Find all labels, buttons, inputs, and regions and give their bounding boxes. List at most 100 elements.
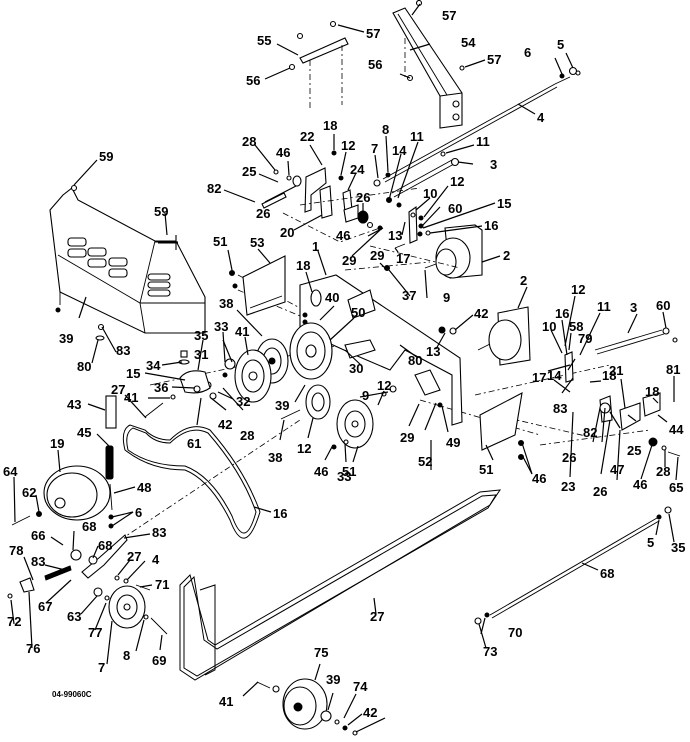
- part-artwork: [7, 0, 681, 736]
- callout-27: 41: [124, 390, 138, 405]
- callout-labels: 55 56 57 57 54 56 57 6 5 4 59 28 18 22 4…: [3, 8, 685, 720]
- callout-46: 46: [336, 228, 350, 243]
- callout-18: 18: [296, 258, 310, 273]
- part-53-plate: [229, 255, 286, 316]
- callout-15: 17: [532, 370, 546, 385]
- callout-11: 60: [656, 298, 670, 313]
- callout-66: 83: [152, 525, 166, 540]
- callout-67: 71: [155, 577, 169, 592]
- callout-28: 28: [242, 134, 256, 149]
- callout-41: 13: [426, 344, 440, 359]
- callout-81: 43: [67, 397, 81, 412]
- callout-37: 37: [402, 288, 416, 303]
- callout-72: 77: [88, 625, 102, 640]
- callout-25: 44: [669, 422, 684, 437]
- callout-58: 39: [59, 331, 73, 346]
- callout-7: 7: [371, 141, 378, 156]
- callout-65: 64: [3, 464, 18, 479]
- callout-29: 29: [370, 248, 384, 263]
- callout-19: 47: [610, 462, 624, 477]
- part-76-belt: [179, 489, 502, 681]
- callout-73: 75: [314, 645, 328, 660]
- callout-28: 29: [400, 430, 414, 445]
- callout-76: 27: [370, 609, 384, 624]
- callout-7: 73: [483, 644, 497, 659]
- callout-68: 78: [9, 543, 23, 558]
- callout-21: 18: [645, 384, 659, 399]
- callout-2: 2: [520, 273, 527, 288]
- part-52-plate: [479, 391, 524, 460]
- callout-9: 9: [443, 290, 450, 305]
- leader-lines: [10, 3, 679, 733]
- callout-49: 19: [50, 436, 64, 451]
- callout-23: 26: [593, 484, 607, 499]
- callout-57: 57: [487, 52, 501, 67]
- callout-55: 55: [257, 33, 271, 48]
- part-73-pulley: [256, 678, 358, 736]
- callout-41: 32: [236, 394, 250, 409]
- callout-41: 42: [363, 705, 377, 720]
- part-55-bracket: [288, 20, 349, 110]
- callout-79: 83: [116, 343, 130, 358]
- callout-12: 12: [341, 138, 355, 153]
- callout-16: 16: [484, 218, 498, 233]
- callout-18: 81: [666, 362, 680, 377]
- callout-2: 2: [503, 248, 510, 263]
- callout-46: 46: [276, 145, 290, 160]
- part-49-clutch: [11, 465, 111, 526]
- callout-82: 25: [627, 443, 641, 458]
- callout-57: 57: [442, 8, 456, 23]
- callout-16: 6: [135, 505, 142, 520]
- callout-42: 42: [474, 306, 488, 321]
- callout-14: 18: [602, 368, 616, 383]
- callout-29: 26: [562, 450, 576, 465]
- callout-63: 72: [7, 614, 21, 629]
- callout-35: 33: [214, 319, 228, 334]
- callout-75: 39: [326, 672, 340, 687]
- callout-64: 62: [22, 485, 36, 500]
- callout-43: 42: [218, 417, 232, 432]
- callout-27: 8: [123, 648, 130, 663]
- callout-46: 33: [337, 469, 351, 484]
- callout-4: 4: [537, 110, 545, 125]
- callout-8: 70: [508, 625, 522, 640]
- callout-71: 63: [67, 609, 81, 624]
- callout-46: 28: [656, 464, 670, 479]
- callout-83: 31: [194, 347, 208, 362]
- callout-59: 59: [154, 204, 168, 219]
- callout-45: 38: [268, 450, 282, 465]
- callout-82: 82: [207, 181, 221, 196]
- drawing-code: 04-99060C: [52, 690, 92, 699]
- callout-33: 41: [235, 324, 249, 339]
- callout-10: 10: [423, 186, 437, 201]
- callout-51: 52: [418, 454, 432, 469]
- callout-1: 1: [312, 239, 319, 254]
- callout-40: 40: [325, 290, 339, 305]
- callout-51: 51: [213, 234, 227, 249]
- pulleys-upper-cluster: [144, 322, 397, 450]
- callout-35: 68: [82, 519, 96, 534]
- callout-61: 45: [77, 425, 91, 440]
- callout-83: 68: [98, 538, 112, 553]
- callout-39: 74: [353, 679, 368, 694]
- part-4-control-rod-upper: [382, 66, 581, 183]
- callout-74: 41: [219, 694, 233, 709]
- callout-6: 6: [524, 45, 531, 60]
- part-4-control-rod-lower: [474, 506, 672, 625]
- callout-17: 17: [396, 251, 410, 266]
- callout-50: 50: [351, 305, 365, 320]
- callout-42: 28: [240, 428, 254, 443]
- callout-5: 5: [557, 37, 564, 52]
- callout-80: 34: [146, 358, 161, 373]
- callout-52: 51: [479, 462, 493, 477]
- callout-26: 26: [256, 206, 270, 221]
- callout-25: 25: [242, 164, 256, 179]
- callout-30: 80: [408, 353, 422, 368]
- callout-6: 5: [647, 535, 654, 550]
- callout-29: 29: [342, 253, 356, 268]
- callout-22: 22: [300, 129, 314, 144]
- callout-38: 12: [297, 441, 311, 456]
- callout-20: 20: [280, 225, 294, 240]
- callout-9: 12: [377, 378, 391, 393]
